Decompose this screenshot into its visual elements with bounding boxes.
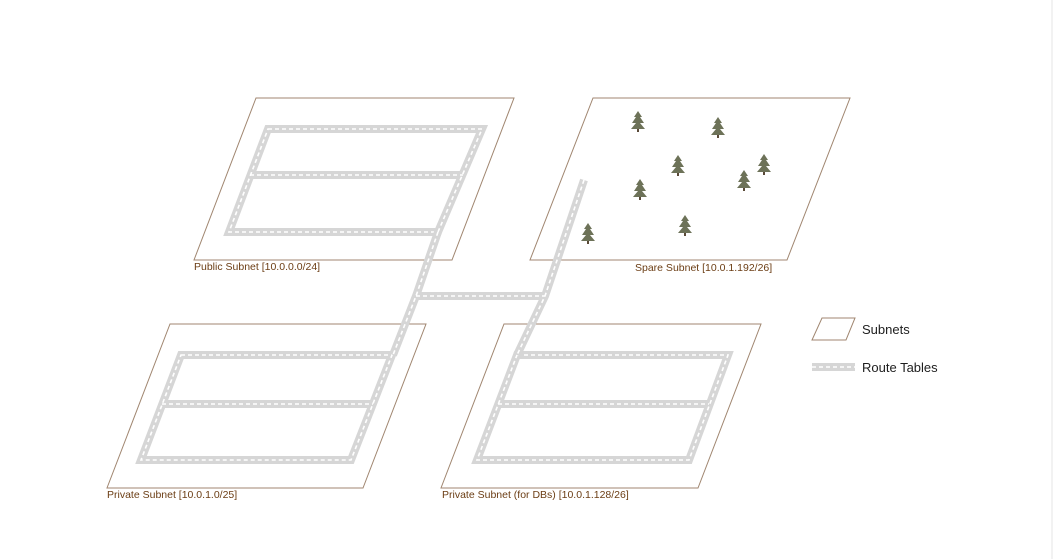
tree-icon bbox=[757, 154, 771, 175]
tree-icon bbox=[633, 179, 647, 200]
tree-icon bbox=[671, 155, 685, 176]
private-db-subnet-outline bbox=[440, 323, 762, 489]
private-subnet-label: Private Subnet [10.0.1.0/25] bbox=[107, 489, 237, 501]
private-route-table bbox=[135, 351, 398, 464]
private-db-subnet-label: Private Subnet (for DBs) [10.0.1.128/26] bbox=[442, 489, 629, 501]
private-subnet-outline bbox=[106, 323, 427, 489]
legend: Subnets Route Tables bbox=[811, 317, 938, 375]
spare-subnet-trees bbox=[581, 111, 771, 244]
public-subnet-outline bbox=[193, 97, 515, 261]
public-subnet-label: Public Subnet [10.0.0.0/24] bbox=[194, 261, 320, 273]
tree-icon bbox=[631, 111, 645, 132]
legend-subnets-label: Subnets bbox=[862, 322, 910, 337]
public-route-table bbox=[223, 125, 489, 236]
tree-icon bbox=[737, 170, 751, 191]
private-db-route-table bbox=[471, 351, 734, 464]
spare-subnet-outline bbox=[529, 97, 851, 261]
legend-subnet-swatch bbox=[811, 317, 856, 341]
legend-route-tables-label: Route Tables bbox=[862, 360, 938, 375]
tree-icon bbox=[711, 117, 725, 138]
route-connectors bbox=[389, 178, 588, 357]
spare-subnet-label: Spare Subnet [10.0.1.192/26] bbox=[635, 262, 772, 274]
tree-icon bbox=[678, 215, 692, 236]
tree-icon bbox=[581, 223, 595, 244]
